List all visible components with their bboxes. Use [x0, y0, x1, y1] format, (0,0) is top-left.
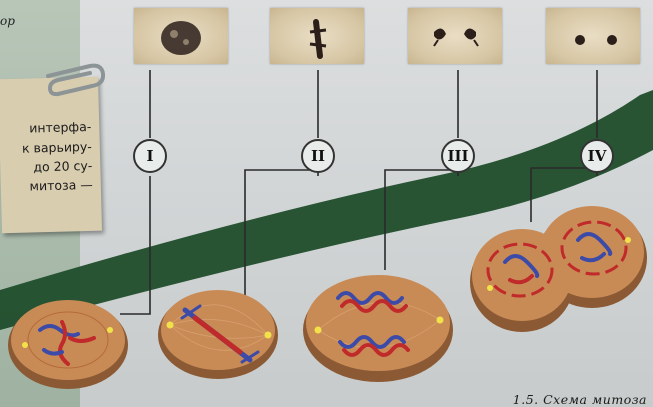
stage-label-2: II: [301, 139, 335, 173]
top-left-text: ор: [0, 14, 15, 28]
micrograph-metaphase: [270, 8, 364, 64]
cell-telophase: [470, 206, 647, 332]
figure-caption: 1.5. Схема митоза: [512, 392, 647, 407]
stage-label-3: III: [441, 139, 475, 173]
stage-label-1: I: [133, 139, 167, 173]
paperclip-icon: [46, 63, 106, 97]
micrograph-telophase: [546, 8, 640, 64]
cell-prophase: [8, 300, 128, 389]
stage-label-4: IV: [580, 139, 614, 173]
micrograph-prophase: [134, 8, 228, 64]
cell-anaphase: [303, 275, 453, 382]
cell-metaphase: [158, 290, 278, 379]
micrograph-anaphase: [408, 8, 502, 64]
dark-green-arc: [0, 90, 653, 330]
